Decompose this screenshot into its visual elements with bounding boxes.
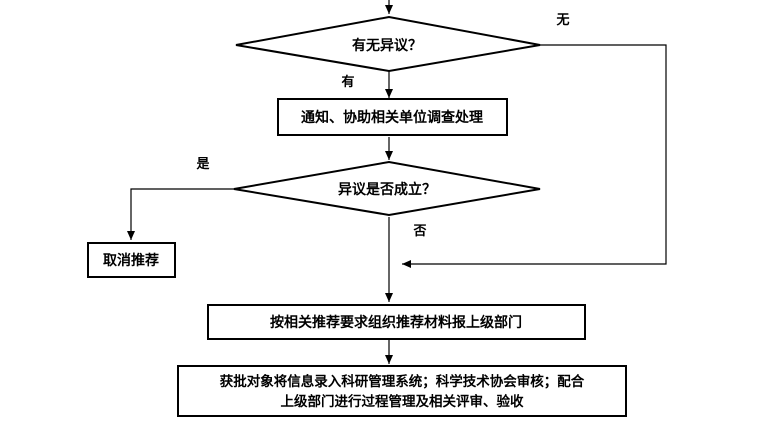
process-organize-box bbox=[207, 304, 586, 340]
process-enter-box bbox=[177, 365, 627, 417]
edge-label-no: 否 bbox=[412, 224, 426, 239]
decision-valid-label: 异议是否成立？ bbox=[338, 181, 436, 198]
decision-valid-diamond bbox=[233, 160, 541, 217]
process-enter-label-line2: 上级部门进行过程管理及相关评审、验收 bbox=[281, 393, 524, 410]
process-enter-label-line1: 获批对象将信息录入科研管理系统；科学技术协会审核；配合 bbox=[220, 373, 585, 390]
connector-yes-to-cancel bbox=[127, 188, 234, 240]
process-cancel-box bbox=[87, 242, 176, 278]
edge-label-has: 有 bbox=[341, 74, 354, 90]
edge-label-none: 无 bbox=[555, 13, 569, 28]
decision-objection-label: 有无异议？ bbox=[352, 37, 422, 54]
edge-label-yes: 是 bbox=[195, 157, 210, 172]
process-notify-label: 通知、协助相关单位调查处理 bbox=[301, 109, 483, 126]
process-organize-label: 按相关推荐要求组织推荐材料报上级部门 bbox=[270, 314, 522, 331]
process-notify-box bbox=[277, 98, 508, 136]
process-cancel-label: 取消推荐 bbox=[103, 252, 159, 269]
connector-none-branch bbox=[402, 44, 667, 268]
decision-objection-diamond bbox=[235, 15, 541, 73]
